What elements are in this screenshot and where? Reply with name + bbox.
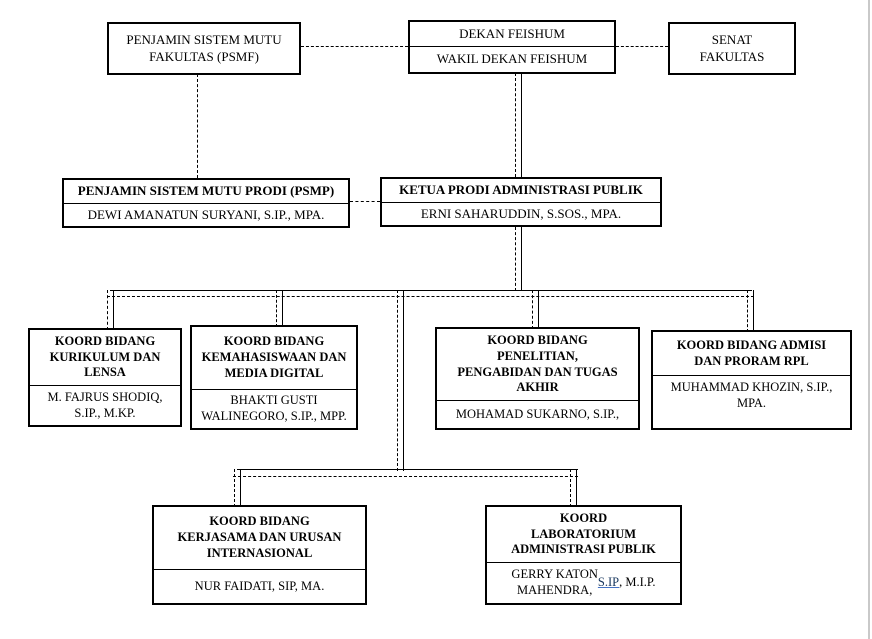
box-psmp: PENJAMIN SISTEM MUTU PRODI (PSMP) DEWI A… xyxy=(62,178,350,228)
box-admisi-title: KOORD BIDANG ADMISI DAN PRORAM RPL xyxy=(676,337,827,368)
box-psmf: PENJAMIN SISTEM MUTU FAKULTAS (PSMF) xyxy=(107,22,301,75)
box-psmp-name: DEWI AMANATUN SURYANI, S.IP., MPA. xyxy=(64,203,348,226)
box-laboratorium: KOORD LABORATORIUM ADMINISTRASI PUBLIK G… xyxy=(485,505,682,605)
drop-kurikulum-solid xyxy=(113,290,114,330)
drop-penelitian-solid xyxy=(538,290,539,329)
box-kemahasiswaan: KOORD BIDANG KEMAHASISWAAN DAN MEDIA DIG… xyxy=(190,325,358,430)
box-kurikulum: KOORD BIDANG KURIKULUM DAN LENSA M. FAJR… xyxy=(28,328,182,427)
connector-psmf-psmp xyxy=(197,74,198,178)
box-penelitian: KOORD BIDANG PENELITIAN, PENGABIDAN DAN … xyxy=(435,327,640,430)
box-admisi: KOORD BIDANG ADMISI DAN PRORAM RPL MUHAM… xyxy=(651,330,852,430)
page-right-edge xyxy=(868,0,870,639)
box-penelitian-title: KOORD BIDANG PENELITIAN, PENGABIDAN DAN … xyxy=(457,333,618,395)
connector-dekan-ketua-solid xyxy=(521,73,522,177)
hub-lower-solid xyxy=(237,469,578,470)
box-laboratorium-name: GERRY KATON MAHENDRA, S.IP, M.I.P. xyxy=(487,562,680,603)
box-dekan-title: DEKAN FEISHUM xyxy=(459,25,565,41)
hub-lower-dashed xyxy=(233,476,578,477)
box-psmf-title: PENJAMIN SISTEM MUTU FAKULTAS (PSMF) xyxy=(126,32,282,64)
connector-psmp-ketua xyxy=(350,201,380,202)
box-kerjasama-title: KOORD BIDANG KERJASAMA DAN URUSAN INTERN… xyxy=(177,514,342,560)
box-kerjasama-name: NUR FAIDATI, SIP, MA. xyxy=(154,569,365,603)
laboratorium-name-prefix: GERRY KATON MAHENDRA, xyxy=(511,567,598,597)
box-laboratorium-title: KOORD LABORATORIUM ADMINISTRASI PUBLIK xyxy=(511,510,656,557)
drop-kemahasiswaan-solid xyxy=(282,290,283,327)
box-ketua-name: ERNI SAHARUDDIN, S.SOS., MPA. xyxy=(382,202,660,225)
connector-dekan-ketua-dashed xyxy=(515,73,516,177)
drop-laboratorium-dashed xyxy=(570,469,571,507)
connector-ketua-hub-dashed xyxy=(515,227,516,291)
drop-laboratorium-solid xyxy=(576,469,577,507)
feeder-lower-dashed xyxy=(397,290,398,471)
drop-kerjasama-solid xyxy=(240,469,241,507)
box-kemahasiswaan-title: KOORD BIDANG KEMAHASISWAAN DAN MEDIA DIG… xyxy=(201,334,347,380)
connector-psmf-dekan xyxy=(301,46,408,47)
box-senat-title: SENAT FAKULTAS xyxy=(699,32,765,64)
laboratorium-name-suffix: , M.I.P. xyxy=(619,575,656,590)
box-kurikulum-title: KOORD BIDANG KURIKULUM DAN LENSA xyxy=(49,333,161,380)
box-psmp-title: PENJAMIN SISTEM MUTU PRODI (PSMP) xyxy=(77,183,335,199)
drop-kerjasama-dashed xyxy=(234,469,235,507)
box-ketua-title: KETUA PRODI ADMINISTRASI PUBLIK xyxy=(399,182,643,198)
feeder-lower-solid xyxy=(403,290,404,471)
drop-penelitian-dashed xyxy=(532,290,533,329)
box-admisi-name: MUHAMMAD KHOZIN, S.IP., MPA. xyxy=(653,375,850,428)
drop-kemahasiswaan-dashed xyxy=(276,290,277,327)
box-kurikulum-name: M. FAJRUS SHODIQ, S.IP., M.KP. xyxy=(30,385,180,425)
box-dekan: DEKAN FEISHUM WAKIL DEKAN FEISHUM xyxy=(408,20,616,74)
box-dekan-subtitle: WAKIL DEKAN FEISHUM xyxy=(410,46,614,72)
box-penelitian-name: MOHAMAD SUKARNO, S.IP., xyxy=(437,400,638,428)
drop-admisi-dashed xyxy=(747,290,748,332)
drop-admisi-solid xyxy=(753,290,754,332)
connector-dekan-senat xyxy=(616,46,668,47)
box-kemahasiswaan-name: BHAKTI GUSTI WALINEGORO, S.IP., MPP. xyxy=(192,389,356,428)
box-kerjasama: KOORD BIDANG KERJASAMA DAN URUSAN INTERN… xyxy=(152,505,367,605)
hub-upper-dashed xyxy=(107,296,754,297)
box-ketua: KETUA PRODI ADMINISTRASI PUBLIK ERNI SAH… xyxy=(380,177,662,227)
drop-kurikulum-dashed xyxy=(107,290,108,330)
hub-upper-solid xyxy=(110,290,752,291)
box-senat: SENAT FAKULTAS xyxy=(668,22,796,75)
laboratorium-name-credential-link: S.IP xyxy=(597,575,620,590)
connector-ketua-hub-solid xyxy=(521,227,522,291)
